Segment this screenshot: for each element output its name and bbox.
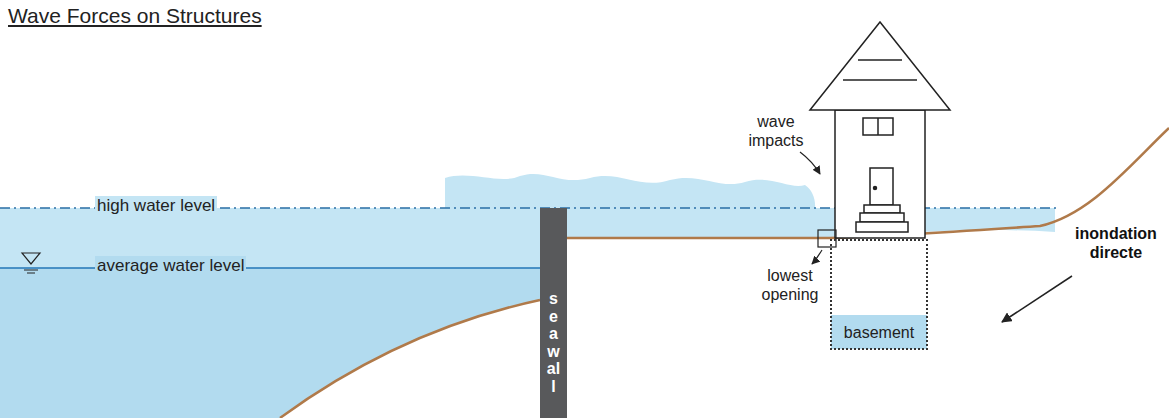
water-level-label: high water level: [95, 196, 217, 216]
seawall-label: seawall: [546, 290, 562, 396]
water-level-label: average water level: [95, 256, 246, 276]
sea-deep: [0, 268, 540, 418]
basement-water: [831, 315, 927, 349]
house: [810, 22, 950, 238]
callout-label: lowest opening: [758, 266, 822, 304]
average-water-line: [0, 267, 540, 269]
flood-water: [567, 208, 1055, 238]
wave-crests: [445, 174, 815, 210]
flood-arrow: [1002, 276, 1072, 322]
annotation-label: inondation directe: [1068, 224, 1164, 262]
water-level-symbol: [22, 253, 40, 264]
basement-outline: basement: [830, 239, 928, 350]
impact-leader: [800, 152, 820, 174]
seabed: [280, 300, 540, 418]
callout-label: wave impacts: [748, 112, 804, 150]
opening-leader: [812, 250, 822, 264]
sea-water: [0, 208, 540, 418]
basement-label: basement: [844, 324, 914, 342]
diagram-title: Wave Forces on Structures: [8, 4, 262, 28]
seawall: seawall: [540, 208, 567, 418]
